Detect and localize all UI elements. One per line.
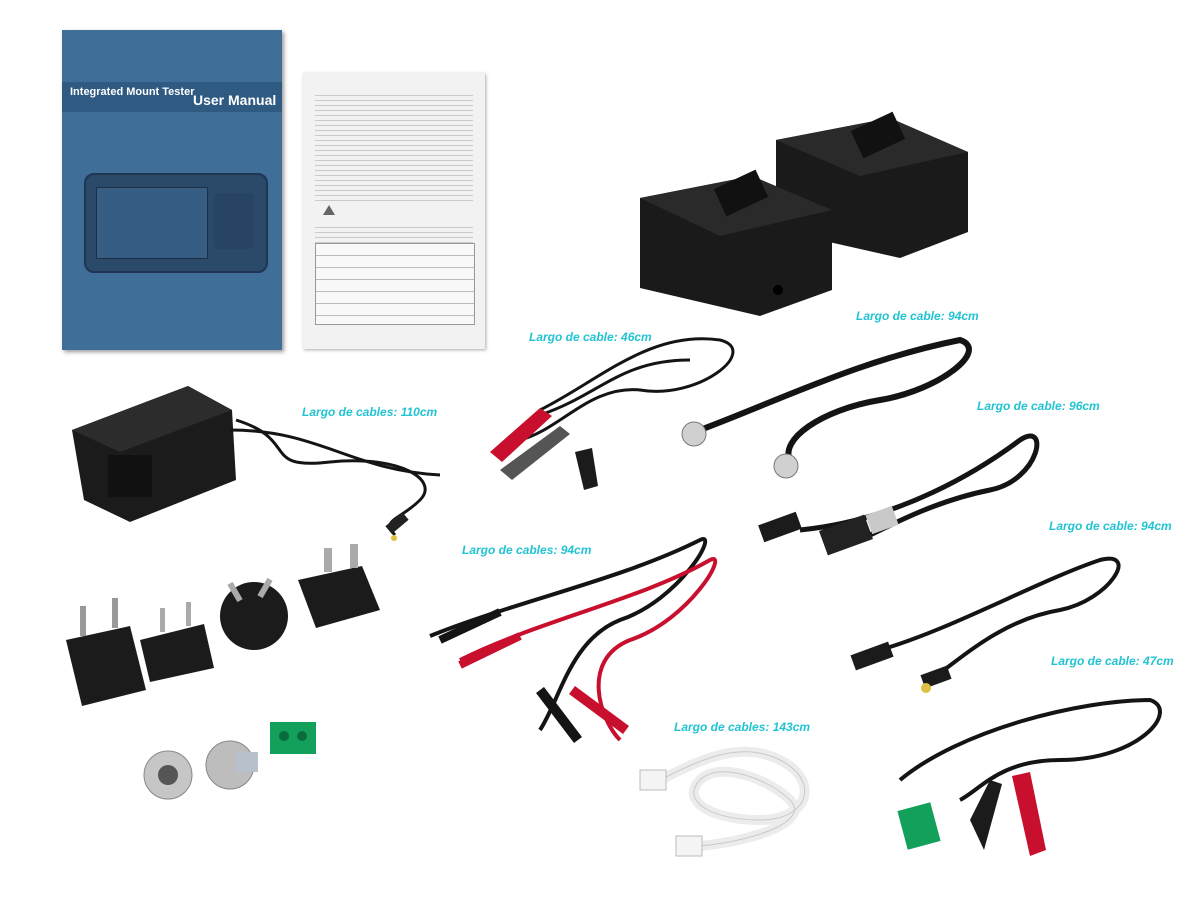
label-ethernet-cable-length: Largo de cables: 143cm xyxy=(674,720,811,734)
power-adapter xyxy=(72,386,441,541)
label-adapter-cable-length: Largo de cables: 110cm xyxy=(302,405,438,419)
label-terminal-cable-length: Largo de cable: 47cm xyxy=(1051,654,1174,668)
label-usb-cable-length: Largo de cable: 96cm xyxy=(977,399,1100,413)
plug-uk xyxy=(298,544,380,628)
usb-cable xyxy=(758,433,1040,556)
battery-box-front xyxy=(640,169,832,316)
tester-device-illustration xyxy=(84,173,268,273)
safety-leaflet xyxy=(303,73,485,349)
label-test-leads-length: Largo de cables: 94cm xyxy=(462,543,592,557)
label-alligator-cable-length: Largo de cable: 46cm xyxy=(529,330,652,344)
tester-screen xyxy=(96,187,208,259)
leaflet-warning-icon xyxy=(323,205,335,215)
leaflet-text-block xyxy=(315,91,473,201)
manual-subtitle: User Manual xyxy=(193,92,277,108)
alligator-clip-cable xyxy=(490,337,735,490)
leaflet-table xyxy=(315,243,475,325)
label-bnc-cable-length: Largo de cable: 94cm xyxy=(856,309,979,323)
green-terminal-block xyxy=(270,722,316,754)
tester-keypad xyxy=(214,193,254,249)
bnc-cable xyxy=(681,336,972,479)
manual-title-band xyxy=(62,82,282,112)
manual-title: Integrated Mount Tester xyxy=(70,86,195,98)
label-dc-cable-length: Largo de cable: 94cm xyxy=(1049,519,1172,533)
flat-ethernet-cable xyxy=(639,746,810,857)
plug-au xyxy=(220,577,288,650)
alligator-clip-cable-with-terminal xyxy=(897,697,1162,856)
plug-us xyxy=(140,602,214,682)
rj45-coupler xyxy=(205,740,258,790)
multimeter-test-leads xyxy=(429,537,718,744)
dc-power-cable xyxy=(850,556,1121,693)
bnc-coupler xyxy=(143,750,193,800)
plug-eu xyxy=(66,598,146,706)
